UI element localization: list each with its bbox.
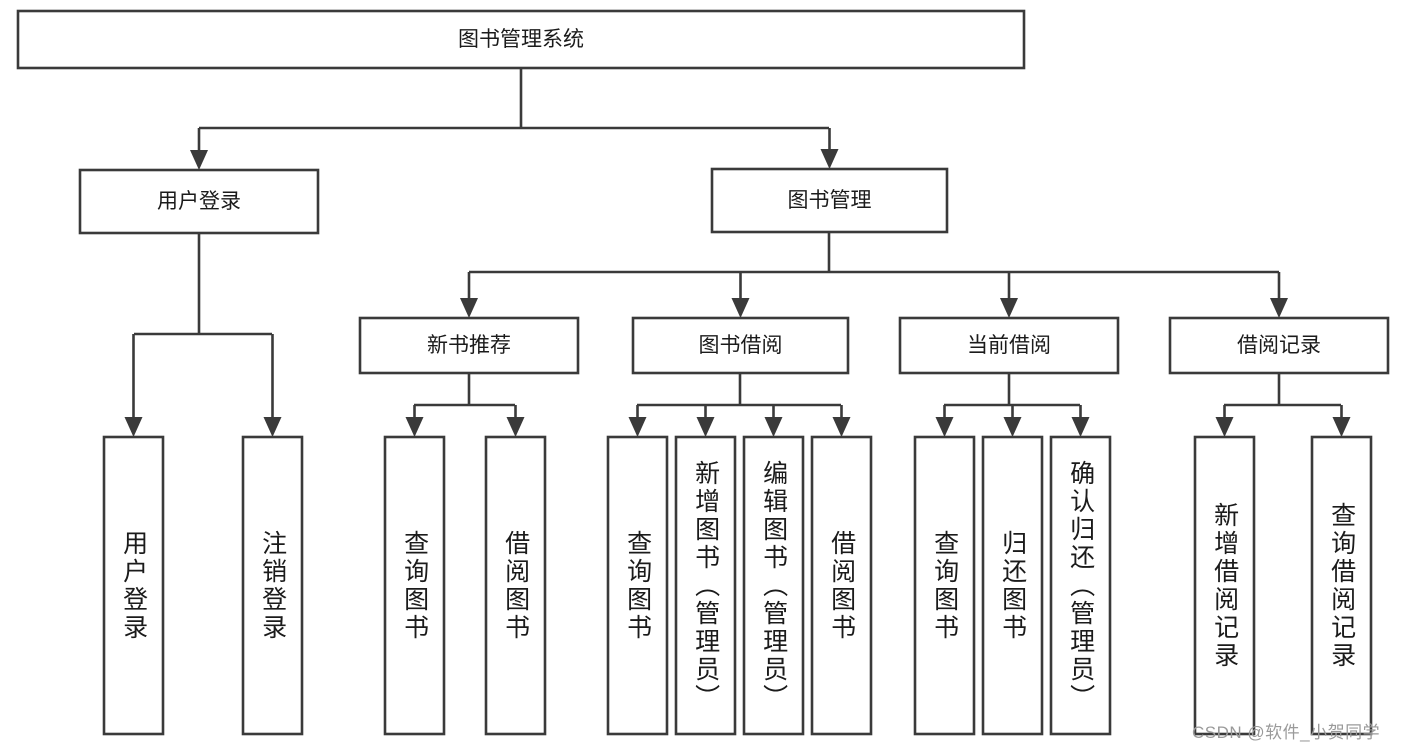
arrow-head-leaf-10	[1071, 417, 1090, 437]
node-label-level3-1: 图书借阅	[699, 334, 783, 357]
node-box-leaf-0	[102, 435, 165, 736]
node-box-leaf-7	[810, 435, 873, 736]
node-box-root	[16, 9, 1026, 70]
node-box-leaf-10	[1049, 435, 1112, 736]
node-box-leaf-5	[674, 435, 737, 736]
node-box-level2-1	[710, 167, 949, 234]
node-box-leaf-11	[1193, 435, 1256, 736]
node-box-leaf-3	[484, 435, 547, 736]
connector-layer	[124, 68, 1351, 437]
node-label-level3-0: 新书推荐	[427, 334, 511, 357]
arrow-head-leaf-11	[1215, 417, 1234, 437]
node-box-leaf-12	[1310, 435, 1373, 736]
node-label-level3-3: 借阅记录	[1237, 334, 1321, 357]
node-label-level2-1: 图书管理	[788, 189, 872, 212]
node-box-level3-2	[898, 316, 1120, 375]
arrow-head-leaf-2	[405, 417, 424, 437]
arrow-head-leaf-7	[832, 417, 851, 437]
node-box-level2-0	[78, 168, 320, 235]
node-box-leaf-1	[241, 435, 304, 736]
arrow-head-leaf-4	[628, 417, 647, 437]
arrow-head-leaf-3	[506, 417, 525, 437]
arrow-head-leaf-8	[935, 417, 954, 437]
arrow-head-leaf-5	[696, 417, 715, 437]
arrow-head-level3-1	[731, 298, 750, 318]
csdn-watermark: CSDN @软件_小贺同学	[1192, 723, 1381, 742]
arrow-head-leaf-12	[1332, 417, 1351, 437]
arrow-head-level3-2	[1000, 298, 1018, 318]
node-box-leaf-8	[913, 435, 976, 736]
node-label-root: 图书管理系统	[458, 28, 584, 51]
node-box-leaf-6	[742, 435, 805, 736]
arrow-head-level3-3	[1270, 298, 1288, 318]
node-box-leaf-4	[606, 435, 669, 736]
arrow-head-leaf-1	[263, 417, 282, 437]
node-label-level2-0: 用户登录	[157, 190, 241, 213]
node-box-level3-1	[631, 316, 850, 375]
node-box-level3-0	[358, 316, 580, 375]
arrow-head-level2-0	[190, 150, 208, 170]
arrow-head-leaf-9	[1003, 417, 1022, 437]
node-label-level3-2: 当前借阅	[967, 334, 1051, 357]
arrow-head-level3-0	[460, 298, 478, 318]
node-box-leaf-2	[383, 435, 446, 736]
arrow-head-leaf-6	[764, 417, 783, 437]
arrow-head-level2-1	[820, 149, 839, 169]
arrow-head-leaf-0	[124, 417, 143, 437]
node-box-level3-3	[1168, 316, 1390, 375]
node-box-layer	[16, 9, 1390, 736]
node-box-leaf-9	[981, 435, 1044, 736]
